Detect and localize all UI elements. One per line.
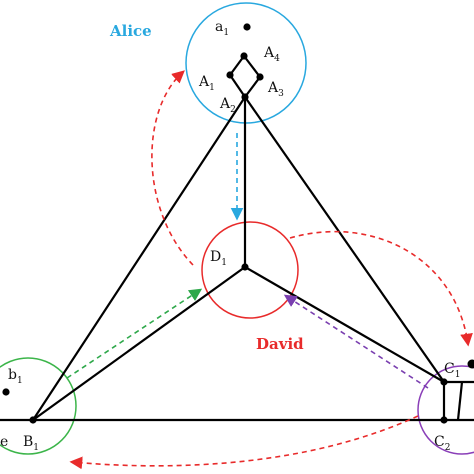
node-C2-dot [440,416,448,424]
bob-circle [0,357,77,455]
node-A3-dot [256,73,264,81]
node-C-extra-dot [467,359,474,369]
nodes [2,23,474,424]
node-B1-dot [29,416,37,424]
edge-a1-a2 [229,74,246,98]
node-C1-dot [440,378,448,386]
edges [0,55,474,422]
node-label-C2: C2 [434,434,450,453]
node-label-A1: A1 [198,74,215,93]
node-D1-dot [241,263,249,271]
node-label-b1: b1 [8,367,23,386]
edge-a4-a1 [229,55,245,76]
edge-a3-a2 [244,76,261,98]
david-circle [201,221,299,319]
green-arrow-b-to-d1 [66,288,203,379]
node-label-e-partial: e [0,434,8,450]
david-label: David [256,335,304,353]
edge-d1-c1 [244,266,445,383]
edge-a2-c1 [244,96,445,383]
carol-circle [417,365,474,455]
purple-arrow-c-to-d1 [283,294,429,389]
alice-label: Alice [109,22,152,40]
node-a1-dot [243,23,251,31]
node-label-A3: A3 [267,80,284,99]
node-label-A4: A4 [263,45,280,64]
edge-a4-a3 [243,55,261,78]
node-A4-dot [240,52,248,60]
edge-d1-b1 [32,266,246,421]
edge-c1-right-down [456,381,464,421]
red-arrow-c2-to-b1 [69,415,419,470]
edge-a2-b1 [32,96,246,421]
red-arrow-d1-to-a [151,70,194,266]
node-label-B1: B1 [23,434,39,453]
node-label-C1: C1 [444,361,460,380]
node-label-D1: D1 [210,249,227,268]
red-arrow-d1-to-c1 [289,230,473,347]
node-A1-dot [226,71,234,79]
node-A2-dot [241,93,249,101]
node-label-a1: a1 [215,19,229,38]
node-label-A2: A2 [219,96,236,115]
node-b1-dot [2,388,10,396]
